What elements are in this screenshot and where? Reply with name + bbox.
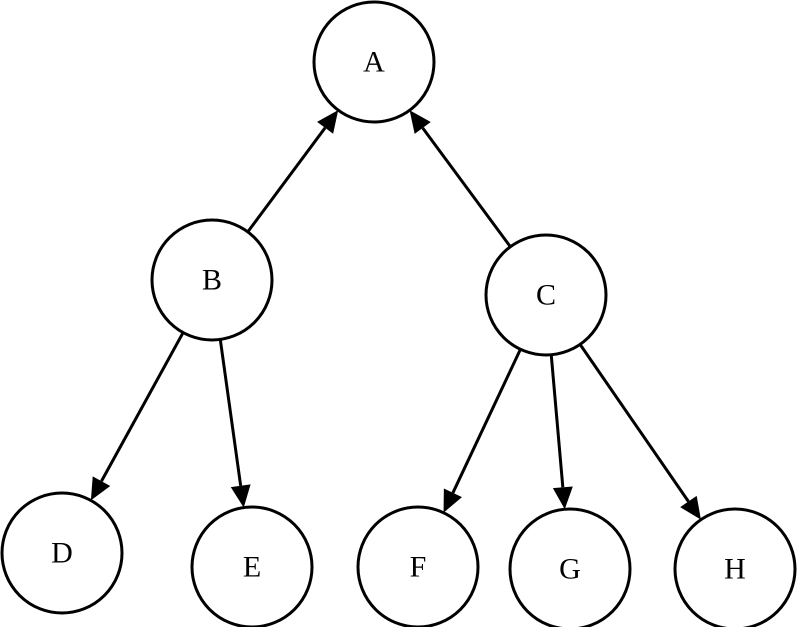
node-g: G: [508, 507, 632, 627]
node-f: F: [356, 505, 480, 627]
edge-line: [549, 354, 565, 488]
node-b: B: [150, 218, 274, 342]
node-circle: [508, 507, 632, 627]
arrowhead: [680, 495, 701, 520]
arrowhead: [409, 110, 431, 134]
node-label: G: [559, 553, 581, 586]
node-label: H: [724, 553, 746, 586]
node-d: D: [0, 491, 124, 615]
edge-line: [421, 127, 512, 248]
edges-layer: [90, 110, 701, 520]
arrowhead: [552, 486, 573, 510]
node-circle: [150, 218, 274, 342]
edge-line: [451, 348, 522, 494]
node-label: E: [243, 551, 261, 584]
edge-c-a: [409, 110, 512, 248]
arrowhead: [317, 110, 339, 134]
edge-c-h: [578, 343, 701, 520]
edge-line: [578, 343, 690, 503]
node-circle: [484, 233, 608, 357]
node-circle: [0, 491, 124, 615]
edge-b-d: [90, 331, 185, 501]
node-label: B: [202, 264, 222, 297]
node-label: F: [410, 551, 427, 584]
node-h: H: [673, 507, 797, 627]
edge-c-g: [549, 354, 573, 510]
edge-b-a: [246, 110, 339, 233]
edge-b-e: [218, 339, 251, 508]
node-label: A: [363, 46, 385, 79]
arrowhead: [90, 476, 111, 501]
arrowhead: [230, 484, 251, 508]
arrowhead: [443, 488, 462, 513]
edge-line: [246, 126, 327, 233]
node-a: A: [312, 0, 436, 124]
node-circle: [312, 0, 436, 124]
node-c: C: [484, 233, 608, 357]
edge-line: [100, 331, 185, 482]
node-label: C: [536, 279, 556, 312]
node-circle: [673, 507, 797, 627]
node-circle: [356, 505, 480, 627]
node-e: E: [190, 505, 314, 627]
node-label: D: [51, 537, 73, 570]
edge-c-f: [443, 348, 522, 513]
edge-line: [218, 339, 243, 486]
node-circle: [190, 505, 314, 627]
